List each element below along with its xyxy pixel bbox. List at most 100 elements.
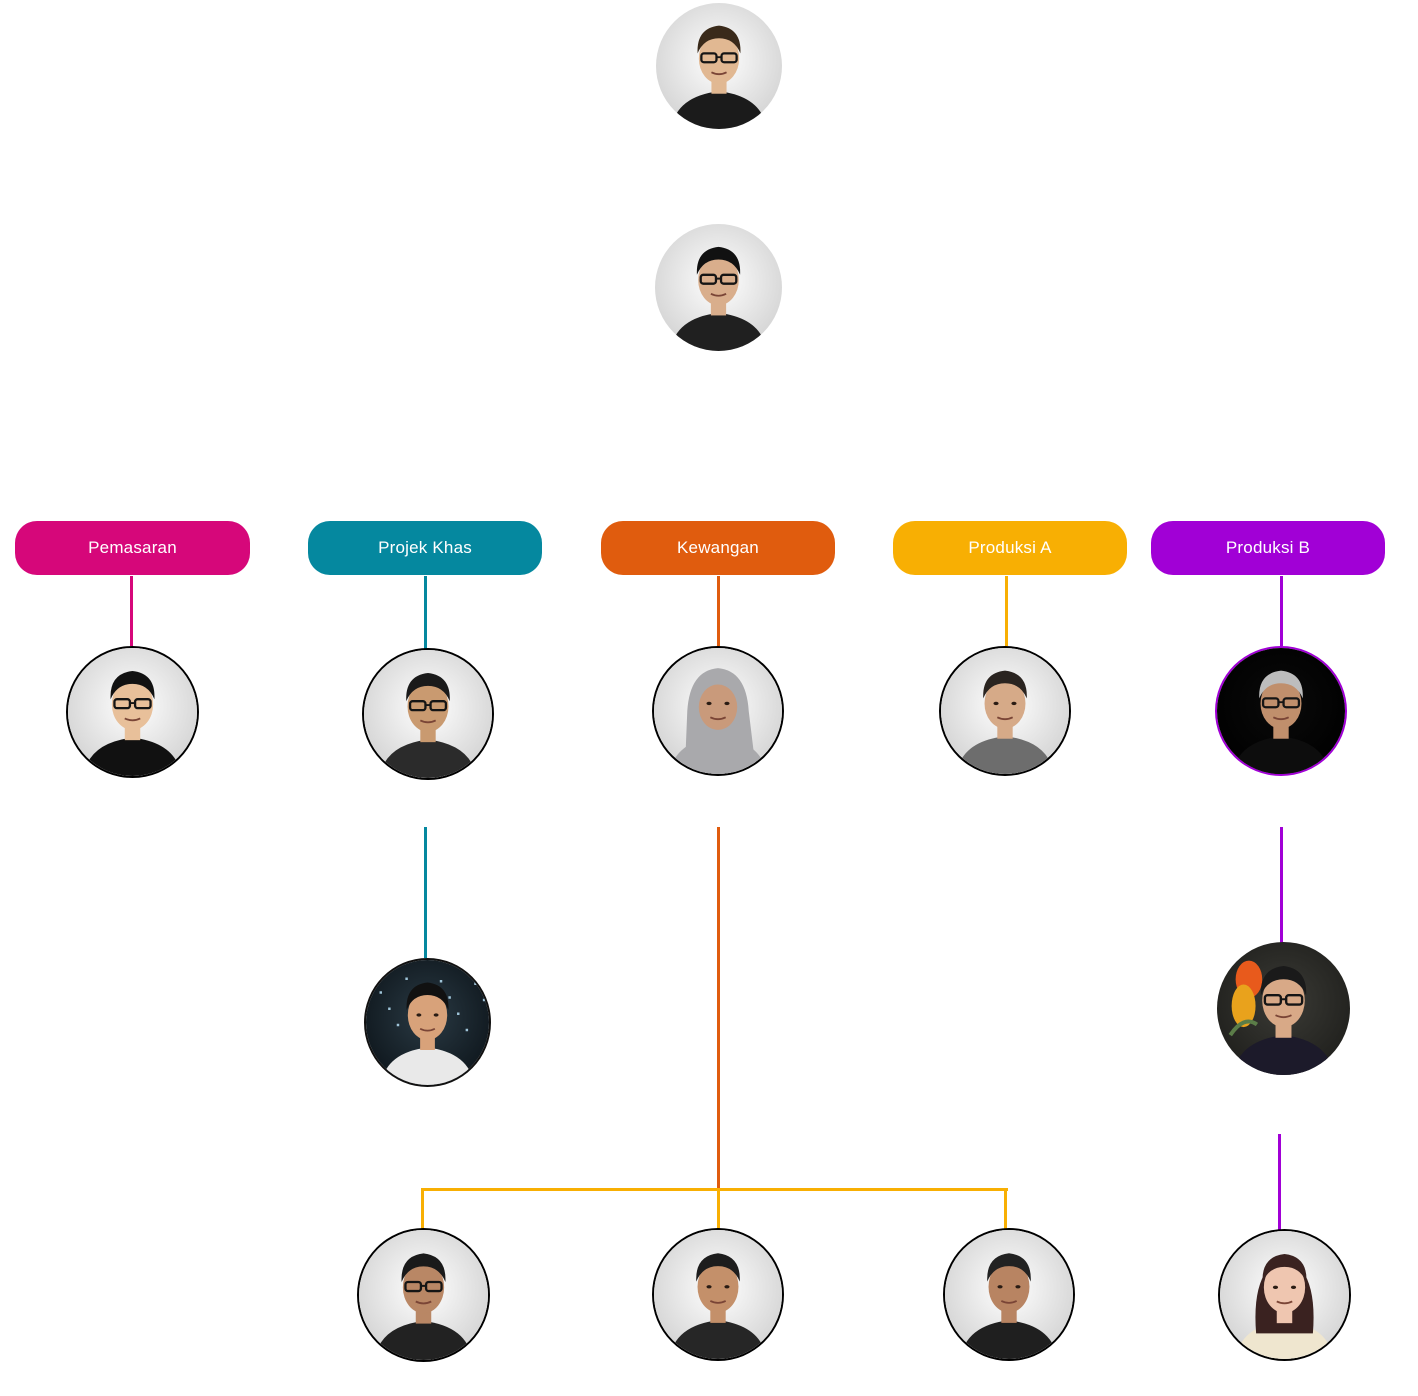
person-avatar (364, 650, 492, 778)
city-light (439, 980, 443, 983)
avatar-shoulders (380, 1047, 475, 1085)
avatar-mouth (1275, 1014, 1292, 1019)
avatar-eye (997, 1285, 1003, 1289)
avatar-hair (987, 1253, 1031, 1282)
department-produksi-b[interactable]: Produksi B (1151, 521, 1385, 575)
avatar-face (984, 678, 1026, 729)
avatar-hair (110, 671, 155, 700)
produksi-b-member-2-avatar[interactable] (1218, 1229, 1351, 1361)
avatar-mouth (709, 1300, 727, 1304)
production-staff-2-avatar[interactable] (652, 1228, 784, 1361)
avatar-face (698, 684, 738, 730)
avatar-face (407, 990, 448, 1040)
department-label: Kewangan (677, 538, 759, 557)
avatar-shoulders (960, 1320, 1058, 1359)
city-light (465, 1028, 469, 1032)
avatar-hair (696, 1253, 740, 1282)
avatar-hair (696, 246, 741, 275)
avatar-mouth (709, 716, 727, 721)
person-avatar (945, 1230, 1073, 1359)
avatar-hair (697, 25, 741, 54)
person-avatar (359, 1230, 488, 1360)
leader-1-avatar[interactable] (656, 3, 782, 129)
avatar-shoulders (956, 736, 1054, 774)
avatar-mouth (415, 1300, 432, 1305)
department-kewangan[interactable]: Kewangan (601, 521, 835, 575)
projek-khas-head-avatar[interactable] (362, 648, 494, 780)
avatar-eye (706, 1285, 712, 1289)
avatar-face (697, 1260, 739, 1313)
city-light (396, 1023, 400, 1027)
avatar-shoulders (669, 1320, 767, 1359)
city-light (388, 1007, 391, 1010)
connector-staff-bus (421, 1188, 1008, 1191)
city-light (370, 975, 374, 978)
pemasaran-head-avatar[interactable] (66, 646, 199, 778)
avatar-hair (983, 670, 1027, 699)
avatar-face (988, 1260, 1030, 1313)
person-avatar (655, 224, 782, 351)
avatar-eye (1011, 701, 1017, 706)
avatar-hair (401, 1253, 446, 1282)
person-avatar (654, 1230, 782, 1359)
department-produksi-a[interactable]: Produksi A (893, 521, 1127, 575)
connector-kewangan (717, 576, 720, 646)
produksi-b-member-1-avatar[interactable] (1217, 942, 1350, 1075)
avatar-mouth (711, 71, 727, 76)
connector-produksi-b-member-1 (1280, 827, 1283, 945)
city-light (482, 998, 486, 1002)
production-staff-1-avatar[interactable] (357, 1228, 490, 1362)
city-light (457, 1012, 460, 1015)
person-hijab-avatar (654, 648, 782, 774)
avatar-eye (993, 701, 999, 706)
avatar-shoulders (670, 312, 767, 351)
avatar-face (402, 1261, 445, 1314)
department-pemasaran[interactable]: Pemasaran (15, 521, 250, 575)
connector-staff-1 (421, 1188, 424, 1230)
department-label: Projek Khas (378, 538, 472, 557)
avatar-eye (724, 1285, 730, 1289)
avatar-mouth (419, 1027, 436, 1032)
avatar-mouth (1272, 716, 1290, 721)
person-avatar (68, 648, 197, 776)
avatar-face (407, 680, 449, 732)
produksi-b-head-avatar[interactable] (1215, 646, 1347, 776)
avatar-shoulders (1232, 736, 1330, 774)
connector-produksi-b-member-2 (1278, 1134, 1281, 1230)
person-avatar (941, 648, 1069, 774)
connector-projek-khas (424, 576, 427, 649)
person-avatar (656, 3, 782, 129)
avatar-face (111, 678, 154, 730)
avatar-face (1260, 678, 1302, 729)
person-avatar (366, 960, 489, 1085)
avatar-eye (433, 1013, 439, 1017)
projek-khas-member-avatar[interactable] (364, 958, 491, 1087)
leader-2-avatar[interactable] (655, 224, 782, 351)
connector-projek-khas-member (424, 827, 427, 958)
glasses-lens (1284, 994, 1304, 1006)
produksi-a-head-avatar[interactable] (939, 646, 1071, 776)
avatar-hair (1260, 965, 1307, 996)
avatar-hair (406, 982, 449, 1010)
avatar-face (1263, 1261, 1306, 1313)
avatar-hair (1259, 670, 1303, 699)
production-staff-3-avatar[interactable] (943, 1228, 1075, 1361)
glasses-icon (1261, 697, 1280, 709)
avatar-face (698, 254, 739, 306)
avatar-mouth (996, 716, 1014, 721)
kewangan-head-avatar[interactable] (652, 646, 784, 776)
avatar-face (698, 33, 740, 84)
avatar-shoulders (671, 91, 767, 129)
avatar-face (1262, 973, 1305, 1028)
connector-staff-3 (1004, 1188, 1007, 1230)
person-long-hair-avatar (1220, 1231, 1349, 1359)
avatar-hair (1262, 1254, 1307, 1283)
connector-kewangan-down (717, 827, 720, 1189)
department-projek-khas[interactable]: Projek Khas (308, 521, 542, 575)
connector-staff-2 (717, 1190, 720, 1230)
avatar-shoulders (1232, 1035, 1335, 1075)
person-avatar (1217, 648, 1345, 774)
glasses-lens (720, 52, 738, 64)
city-light (448, 996, 451, 999)
